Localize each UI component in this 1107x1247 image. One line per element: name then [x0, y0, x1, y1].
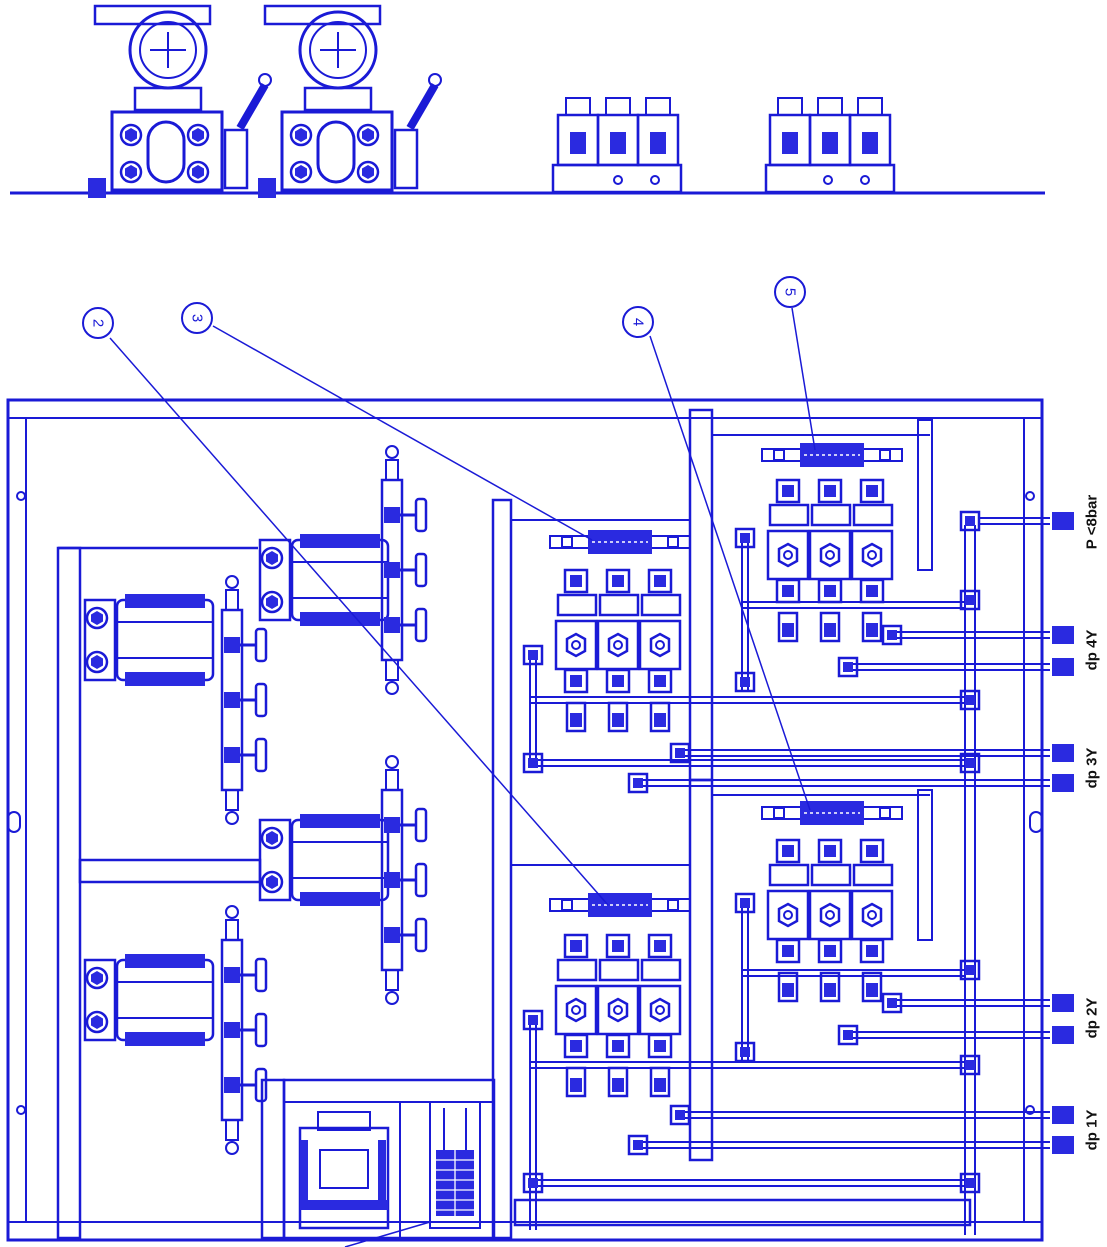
manifold-3 — [380, 444, 428, 696]
transmitter-1 — [85, 594, 213, 686]
transmitter-3 — [260, 534, 388, 626]
transmitter-2 — [85, 954, 213, 1046]
terminal-strip-5 — [761, 442, 903, 468]
elevation-transmitter-1 — [88, 4, 272, 198]
valve-cluster-upper-left — [556, 570, 680, 731]
callout-label-5: 5 — [782, 288, 799, 296]
elevation-valve-block-2 — [764, 97, 896, 194]
callout-label-2: 2 — [90, 319, 107, 327]
callout-5: 5 — [774, 276, 806, 308]
terminal-strip-3 — [549, 529, 691, 555]
port-label-p8: P <8bar — [1084, 495, 1101, 550]
terminal-strip-4 — [761, 800, 903, 826]
callout-label-4: 4 — [630, 318, 647, 326]
terminal-block-1 — [344, 1101, 481, 1247]
elevation-transmitter-2 — [258, 4, 442, 198]
terminal-strip-2 — [549, 892, 691, 918]
port-label-dp4: dp 4Y — [1084, 630, 1101, 671]
port-label-dp1: dp 1Y — [1084, 1110, 1101, 1151]
transmitter-4 — [260, 814, 388, 906]
callout-label-3: 3 — [189, 314, 206, 322]
tubing — [529, 517, 1050, 1235]
valve-cluster-lower-left — [556, 935, 680, 1096]
callout-4: 4 — [622, 306, 654, 338]
manifold-4 — [380, 754, 428, 1006]
callout-3: 3 — [181, 302, 213, 334]
elevation-view — [10, 4, 1045, 198]
manifold-2 — [220, 904, 268, 1156]
elevation-valve-block-1 — [551, 97, 683, 194]
plan-view — [6, 307, 1074, 1247]
port-label-dp3: dp 3Y — [1084, 748, 1101, 789]
port-connectors — [1052, 512, 1074, 1154]
port-label-dp2: dp 2Y — [1084, 998, 1101, 1039]
callout-2: 2 — [82, 307, 114, 339]
valve-cluster-upper-right — [768, 480, 892, 641]
plc-module — [298, 1111, 390, 1230]
